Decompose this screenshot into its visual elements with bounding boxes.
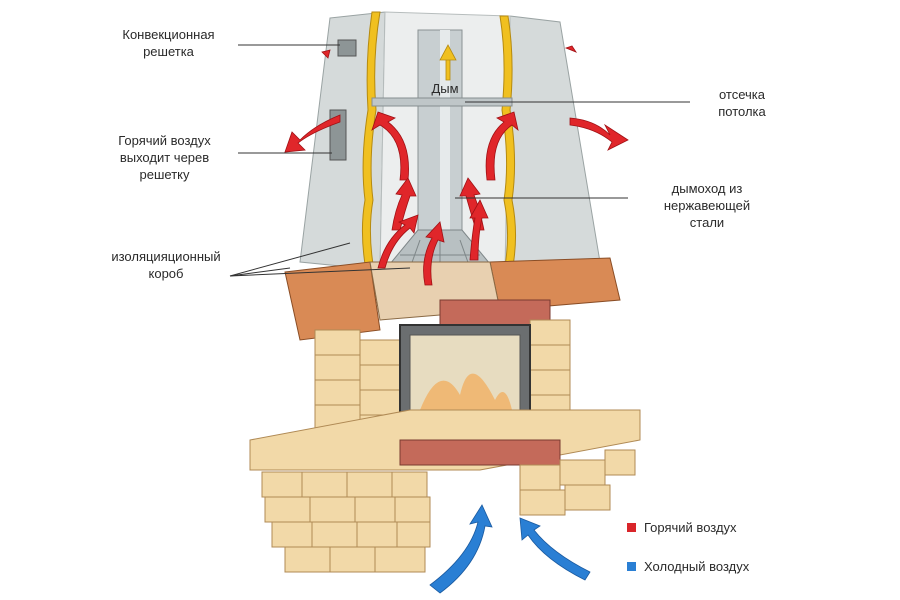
legend-hot-swatch xyxy=(627,523,636,532)
legend-hot-air: Горячий воздух xyxy=(627,520,737,535)
leader-lines xyxy=(229,44,690,277)
steel-chimney xyxy=(383,29,497,271)
cold-air-arrows xyxy=(429,504,591,594)
label-convection-grille: Конвекционная решетка xyxy=(122,27,215,59)
label-smoke: Дым xyxy=(431,81,459,96)
legend-hot-label: Горячий воздух xyxy=(644,520,737,535)
label-chimney: дымоход из нержавеющей стали xyxy=(663,181,751,230)
base-brickwork xyxy=(261,449,636,573)
label-insulation-box: изоляцияционный короб xyxy=(111,249,221,281)
convection-grille xyxy=(337,39,357,57)
hot-air-arrows xyxy=(284,44,629,286)
label-ceiling-cutoff: отсечка потолка xyxy=(718,87,766,119)
legend-cold-swatch xyxy=(627,562,636,571)
hearth-platform xyxy=(249,409,641,471)
legend-cold-air: Холодный воздух xyxy=(627,559,749,574)
label-hot-air-exit: Горячий воздух выходит черев решетку xyxy=(118,133,211,182)
legend-cold-label: Холодный воздух xyxy=(644,559,750,574)
